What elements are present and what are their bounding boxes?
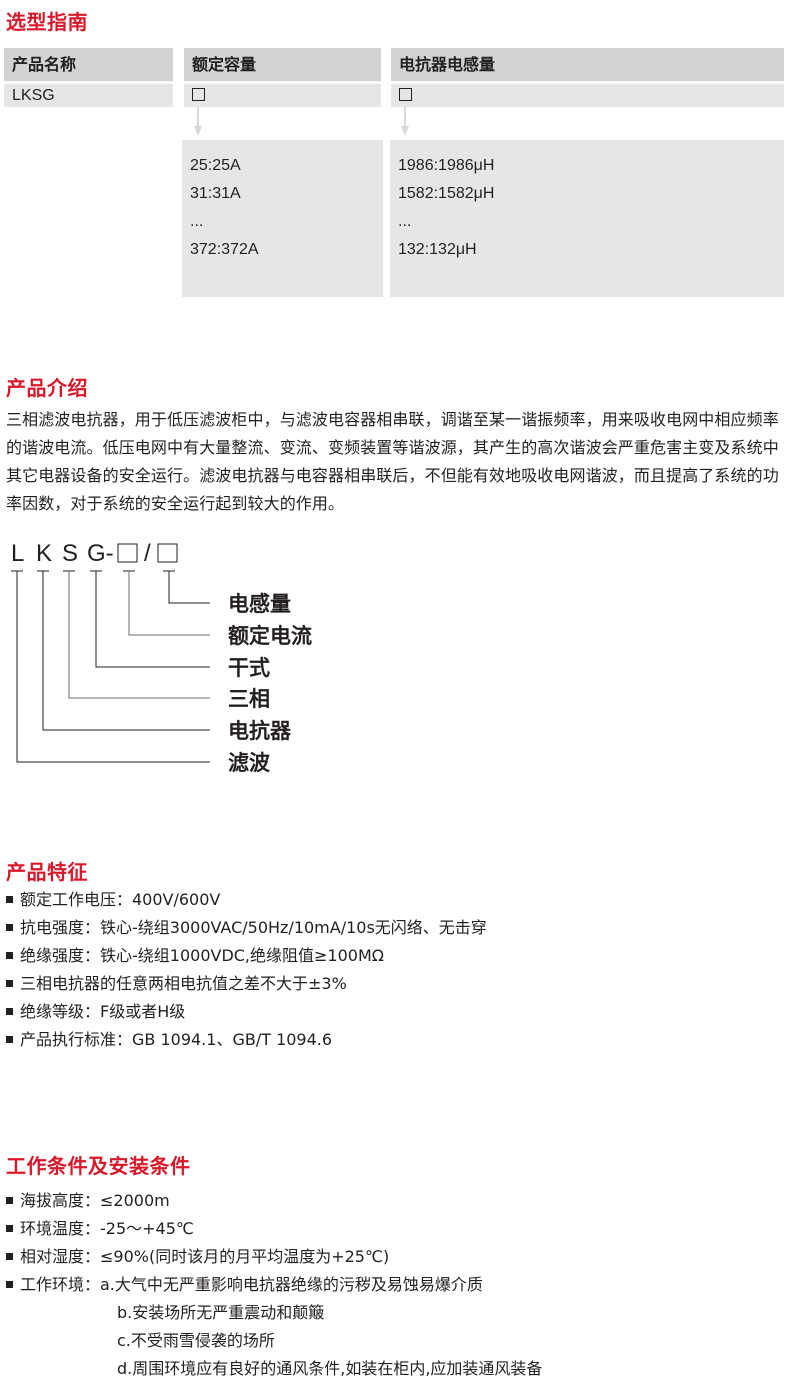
intro-title: 产品介绍	[6, 376, 88, 400]
square-bullet-icon	[6, 1252, 13, 1260]
selection-guide-title: 选型指南	[6, 10, 88, 34]
arrow-head-icon	[401, 126, 409, 136]
conditions-list: 海拔高度：≤2000m 环境温度：-25～+45℃ 相对湿度：≤90%(同时该月…	[6, 1187, 542, 1383]
option-item: 132:132μH	[398, 241, 477, 258]
list-item: 相对湿度：≤90%(同时该月的月平均温度为+25℃)	[6, 1243, 542, 1271]
option-item: ...	[190, 213, 204, 230]
conditions-title: 工作条件及安装条件	[6, 1154, 191, 1178]
code-letter: G-	[87, 540, 114, 567]
condition-text: 相对湿度：≤90%(同时该月的月平均温度为+25℃)	[20, 1247, 390, 1266]
capacity-box-icon	[117, 543, 138, 563]
condition-text: 海拔高度：≤2000m	[20, 1191, 170, 1210]
list-sub-item: d.周围环境应有良好的通风条件,如装在柜内,应加装通风装备	[117, 1359, 543, 1378]
list-item: 三相电抗器的任意两相电抗值之差不大于±3%	[6, 970, 487, 998]
square-bullet-icon	[6, 1224, 13, 1232]
diagram-label-three-phase: 三相	[228, 687, 270, 711]
placeholder-box-icon	[399, 87, 412, 101]
rated-capacity-options: 25:25A 31:31A ... 372:372A	[182, 140, 383, 297]
list-item: 产品执行标准：GB 1094.1、GB/T 1094.6	[6, 1026, 487, 1054]
code-letter: S	[62, 540, 78, 567]
option-item: 372:372A	[190, 241, 259, 258]
list-sub-item: b.安装场所无严重震动和颠簸	[117, 1303, 325, 1322]
list-item: 环境温度：-25～+45℃	[6, 1215, 542, 1243]
table-cell-inductance	[391, 84, 784, 107]
table-cell-product-name: LKSG	[4, 84, 173, 107]
feature-text: 绝缘强度：铁心-绕组1000VDC,绝缘阻值≥100MΩ	[20, 946, 384, 965]
intro-text: 三相滤波电抗器，用于低压滤波柜中，与滤波电容器相串联，调谐至某一谐振频率，用来吸…	[6, 410, 779, 513]
list-item: 海拔高度：≤2000m	[6, 1187, 542, 1215]
list-item: 绝缘等级：F级或者H级	[6, 998, 487, 1026]
feature-text: 三相电抗器的任意两相电抗值之差不大于±3%	[20, 974, 347, 993]
option-item: 1986:1986μH	[398, 157, 495, 174]
arrow-down-icon	[404, 107, 406, 131]
table-header-rated-capacity: 额定容量	[184, 48, 381, 81]
option-item: 31:31A	[190, 185, 241, 202]
diagram-label-reactor: 电抗器	[228, 719, 292, 743]
option-item: ...	[398, 213, 412, 230]
square-bullet-icon	[6, 951, 13, 959]
list-item: 抗电强度：铁心-绕组3000VAC/50Hz/10mA/10s无闪络、无击穿	[6, 914, 487, 942]
code-letter: K	[36, 540, 52, 567]
feature-text: 绝缘等级：F级或者H级	[20, 1002, 186, 1021]
square-bullet-icon	[6, 895, 13, 903]
square-bullet-icon	[6, 1196, 13, 1204]
square-bullet-icon	[6, 1007, 13, 1015]
feature-text: 抗电强度：铁心-绕组3000VAC/50Hz/10mA/10s无闪络、无击穿	[20, 918, 487, 937]
feature-text: 额定工作电压：400V/600V	[20, 890, 221, 909]
condition-text: 工作环境：a.大气中无严重影响电抗器绝缘的污秽及易蚀易爆介质	[20, 1275, 483, 1294]
square-bullet-icon	[6, 1035, 13, 1043]
list-item: 额定工作电压：400V/600V	[6, 886, 487, 914]
list-item: 工作环境：a.大气中无严重影响电抗器绝缘的污秽及易蚀易爆介质	[6, 1271, 542, 1299]
code-letter: L	[11, 540, 24, 567]
diagram-label-filter: 滤波	[228, 751, 271, 775]
placeholder-box-icon	[192, 87, 205, 101]
table-header-inductance: 电抗器电感量	[391, 48, 784, 81]
square-bullet-icon	[6, 1280, 13, 1288]
features-list: 额定工作电压：400V/600V 抗电强度：铁心-绕组3000VAC/50Hz/…	[6, 886, 487, 1054]
arrow-head-icon	[194, 126, 202, 136]
table-header-product-name: 产品名称	[4, 48, 173, 81]
option-item: 25:25A	[190, 157, 241, 174]
code-letter: /	[144, 540, 151, 567]
inductance-box-icon	[157, 543, 178, 563]
table-cell-rated-capacity	[184, 84, 381, 107]
option-item: 1582:1582μH	[398, 185, 495, 202]
square-bullet-icon	[6, 979, 13, 987]
square-bullet-icon	[6, 923, 13, 931]
feature-text: 产品执行标准：GB 1094.1、GB/T 1094.6	[20, 1030, 333, 1049]
arrow-down-icon	[197, 107, 199, 131]
list-sub-item: c.不受雨雪侵袭的场所	[117, 1331, 275, 1350]
inductance-options: 1986:1986μH 1582:1582μH ... 132:132μH	[390, 140, 784, 297]
features-title: 产品特征	[6, 860, 88, 884]
list-item: 绝缘强度：铁心-绕组1000VDC,绝缘阻值≥100MΩ	[6, 942, 487, 970]
diagram-label-dry-type: 干式	[228, 656, 270, 680]
diagram-label-inductance: 电感量	[228, 592, 291, 616]
diagram-label-rated-current: 额定电流	[228, 624, 312, 648]
model-code-diagram: L K S G- / 电感量 额定电流 干式 三相 电抗器 滤波	[11, 540, 312, 775]
condition-text: 环境温度：-25～+45℃	[20, 1219, 194, 1238]
